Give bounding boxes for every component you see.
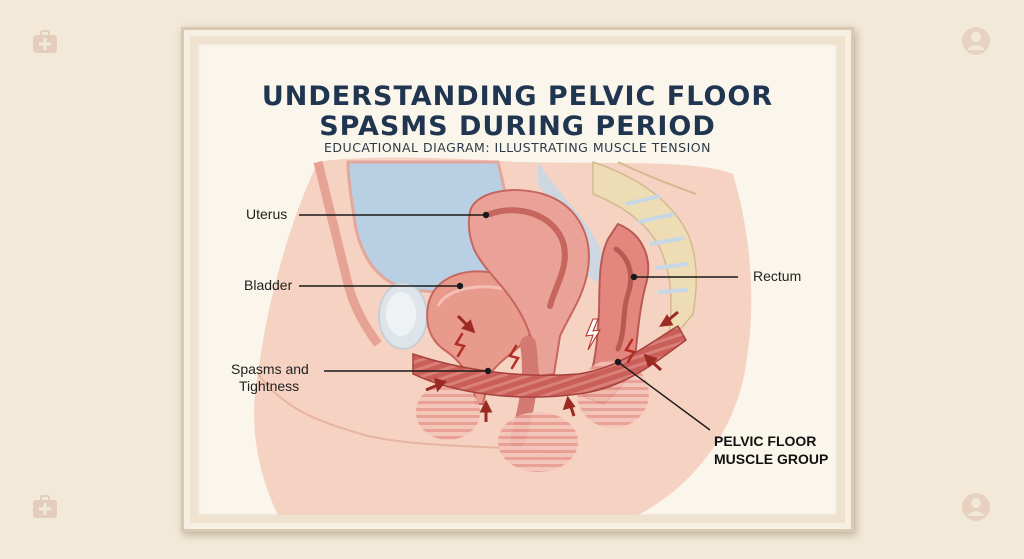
- title-line-1: UNDERSTANDING PELVIC FLOOR: [261, 81, 774, 112]
- pelvic-anatomy-illustration: [254, 157, 752, 515]
- doctor-avatar-icon: [962, 27, 990, 55]
- diagram-canvas: UNDERSTANDING PELVIC FLOOR SPASMS DURING…: [198, 44, 837, 515]
- title-line-2: SPASMS DURING PERIOD: [319, 111, 716, 142]
- spasm-lightning-icon: [585, 318, 601, 351]
- label-spasms-line-2: Tightness: [239, 378, 300, 394]
- label-bladder: Bladder: [244, 277, 293, 293]
- medical-kit-icon: [33, 495, 57, 518]
- pelvic-floor-muscle: [412, 324, 687, 398]
- pelvic-floor-leader: [617, 361, 711, 431]
- label-rectum: Rectum: [753, 268, 802, 284]
- label-uterus: Uterus: [246, 206, 288, 222]
- picture-frame: UNDERSTANDING PELVIC FLOOR SPASMS DURING…: [181, 27, 854, 532]
- label-pelvic-floor-line-1: PELVIC FLOOR: [714, 433, 817, 449]
- spine-sacrum: [592, 160, 698, 347]
- doctor-avatar-icon: [962, 493, 990, 521]
- medical-kit-icon: [33, 30, 57, 53]
- spasm-bolt-icon: [454, 332, 636, 370]
- subtitle: EDUCATIONAL DIAGRAM: ILLUSTRATING MUSCLE…: [324, 140, 711, 155]
- label-pelvic-floor-line-2: MUSCLE GROUP: [714, 451, 829, 467]
- tension-arrow-icon: [425, 310, 679, 422]
- bladder: [426, 270, 538, 405]
- label-spasms-line-1: Spasms and: [231, 361, 309, 377]
